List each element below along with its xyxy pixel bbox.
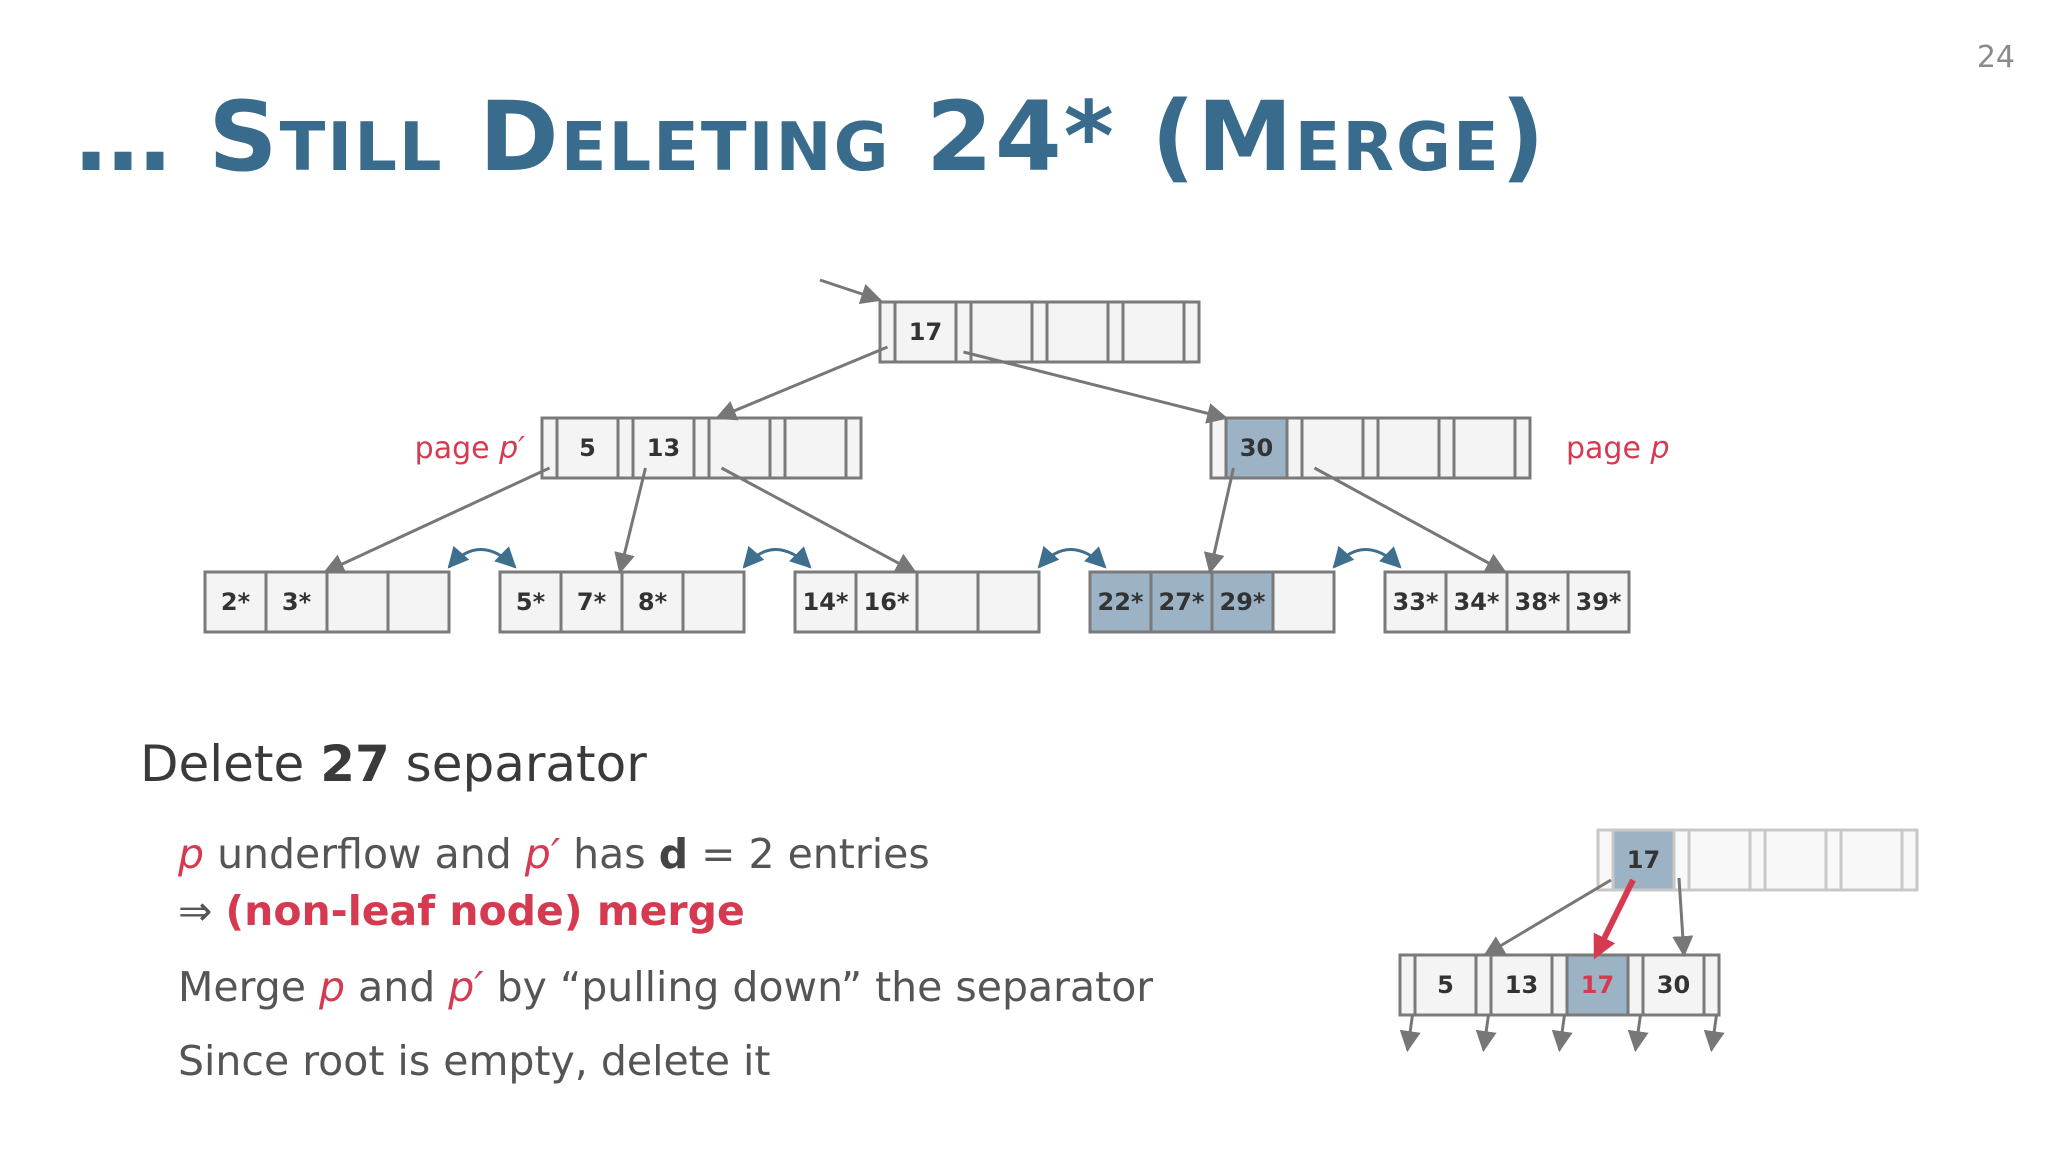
right-inner-key-cell <box>1300 416 1365 480</box>
merged-key-cell <box>1641 953 1706 1017</box>
leaf-3-entry: 29* <box>1220 588 1266 616</box>
child-pointer-arrow <box>1627 1014 1649 1053</box>
leaf-1-cell <box>620 570 685 634</box>
left-to-leaf-arrow <box>323 466 551 574</box>
pull-down-arrow <box>1593 878 1636 960</box>
child-pointer-arrow <box>1475 1014 1497 1053</box>
leaf-4-cell <box>1444 570 1509 634</box>
faded-root-key: 17 <box>1627 846 1660 874</box>
right-inner-key-cell <box>1452 416 1517 480</box>
right-to-leaf-arrow <box>1313 466 1507 574</box>
child-pointer-arrow <box>1399 1014 1421 1053</box>
left-inner-key: 5 <box>579 434 596 462</box>
leaf-2-entry: 16* <box>864 588 910 616</box>
merged-key-cell <box>1489 953 1554 1017</box>
root-to-right-arrow <box>963 350 1229 424</box>
page-number: 24 <box>1976 40 2015 75</box>
root-pointer-arrow <box>819 278 882 304</box>
root-to-left-arrow <box>715 345 889 421</box>
right-inner-key-cell <box>1376 416 1441 480</box>
leaf-0-entry: 3* <box>282 588 312 616</box>
leaf-4-cell <box>1505 570 1570 634</box>
leaf-3-cell <box>1271 570 1336 634</box>
page-p-label: page p <box>1566 431 1670 466</box>
leaf-0-cell <box>325 570 390 634</box>
right-inner-key-cell <box>1224 416 1289 480</box>
faded-root-cell <box>1839 828 1904 892</box>
leaf-0-entry: 2* <box>221 588 251 616</box>
merge-description-line: Merge p and p′ by “pulling down” the sep… <box>178 963 1154 1011</box>
merged-key: 13 <box>1505 971 1538 999</box>
root-key-cell <box>1045 300 1110 364</box>
merge-implication-line: ⇒ (non-leaf node) merge <box>178 887 745 935</box>
merged-node <box>1398 953 1721 1017</box>
left-inner-key-cell <box>707 416 772 480</box>
pulled-down-key: 17 <box>1581 971 1614 999</box>
leaf-3-entry: 22* <box>1098 588 1144 616</box>
leaf-4-entry: 39* <box>1576 588 1622 616</box>
leaf-4-entry: 38* <box>1515 588 1561 616</box>
leaf-3-cell <box>1149 570 1214 634</box>
leaf-2-entry: 14* <box>803 588 849 616</box>
leaf-1-cell <box>681 570 746 634</box>
underflow-line: p underflow and p′ has d = 2 entries <box>178 830 930 878</box>
leaf-2-cell <box>854 570 919 634</box>
root-to-merged-arrow <box>1483 878 1612 957</box>
leaf-4-cell <box>1566 570 1631 634</box>
leaf-1-entry: 7* <box>577 588 607 616</box>
leaf-2-cell <box>976 570 1041 634</box>
merged-key: 30 <box>1657 971 1690 999</box>
root-key-cell <box>893 300 958 364</box>
leaf-4-entry: 33* <box>1393 588 1439 616</box>
child-pointer-arrow <box>1703 1014 1725 1053</box>
child-pointer-arrow <box>1551 1014 1573 1053</box>
merged-key: 5 <box>1437 971 1454 999</box>
sibling-link-arrow <box>1037 545 1107 569</box>
sibling-link-arrow <box>447 545 517 569</box>
leaf-1-cell <box>559 570 624 634</box>
leaf-3-cell <box>1088 570 1153 634</box>
merged-key-cell <box>1565 953 1630 1017</box>
left-to-leaf-arrow <box>720 466 917 574</box>
left-to-leaf-arrow <box>614 467 647 575</box>
leaf-1-entry: 8* <box>638 588 668 616</box>
leaf-2-cell <box>915 570 980 634</box>
faded-root-node <box>1596 828 1919 892</box>
root-to-merged-arrow <box>1672 877 1694 958</box>
merged-key-cell <box>1413 953 1478 1017</box>
right-inner-key: 30 <box>1240 434 1273 462</box>
faded-root-cell <box>1611 828 1676 892</box>
sibling-link-arrow <box>1332 545 1402 569</box>
delete-heading: Delete 27 separator <box>140 735 647 793</box>
slide-title: … Still Deleting 24* (Merge) <box>75 81 1547 193</box>
faded-root-cell <box>1687 828 1752 892</box>
root-key-cell <box>1121 300 1186 364</box>
left-inner-key: 13 <box>647 434 680 462</box>
faded-root-cell <box>1763 828 1828 892</box>
root-key-cell <box>969 300 1034 364</box>
page-p-prime-label: page p′ <box>415 431 526 466</box>
sibling-link-arrow <box>742 545 812 569</box>
leaf-2-cell <box>793 570 858 634</box>
left-inner-key-cell <box>783 416 848 480</box>
leaf-3-entry: 27* <box>1159 588 1205 616</box>
left-inner-key-cell <box>555 416 620 480</box>
left-inner-key-cell <box>631 416 696 480</box>
bplus-tree-diagram: 17 5 13 30 page p′ page p 2* 3* 5* 7* 8* 14* 16* 22* 2… <box>203 278 1670 634</box>
leaf-1-entry: 5* <box>516 588 546 616</box>
leaf-4-cell <box>1383 570 1448 634</box>
leaf-0-cell <box>386 570 451 634</box>
root-key: 17 <box>909 318 942 346</box>
right-to-leaf-arrow <box>1203 467 1235 575</box>
leaf-4-entry: 34* <box>1454 588 1500 616</box>
delete-root-line: Since root is empty, delete it <box>178 1037 771 1085</box>
leaf-3-cell <box>1210 570 1275 634</box>
